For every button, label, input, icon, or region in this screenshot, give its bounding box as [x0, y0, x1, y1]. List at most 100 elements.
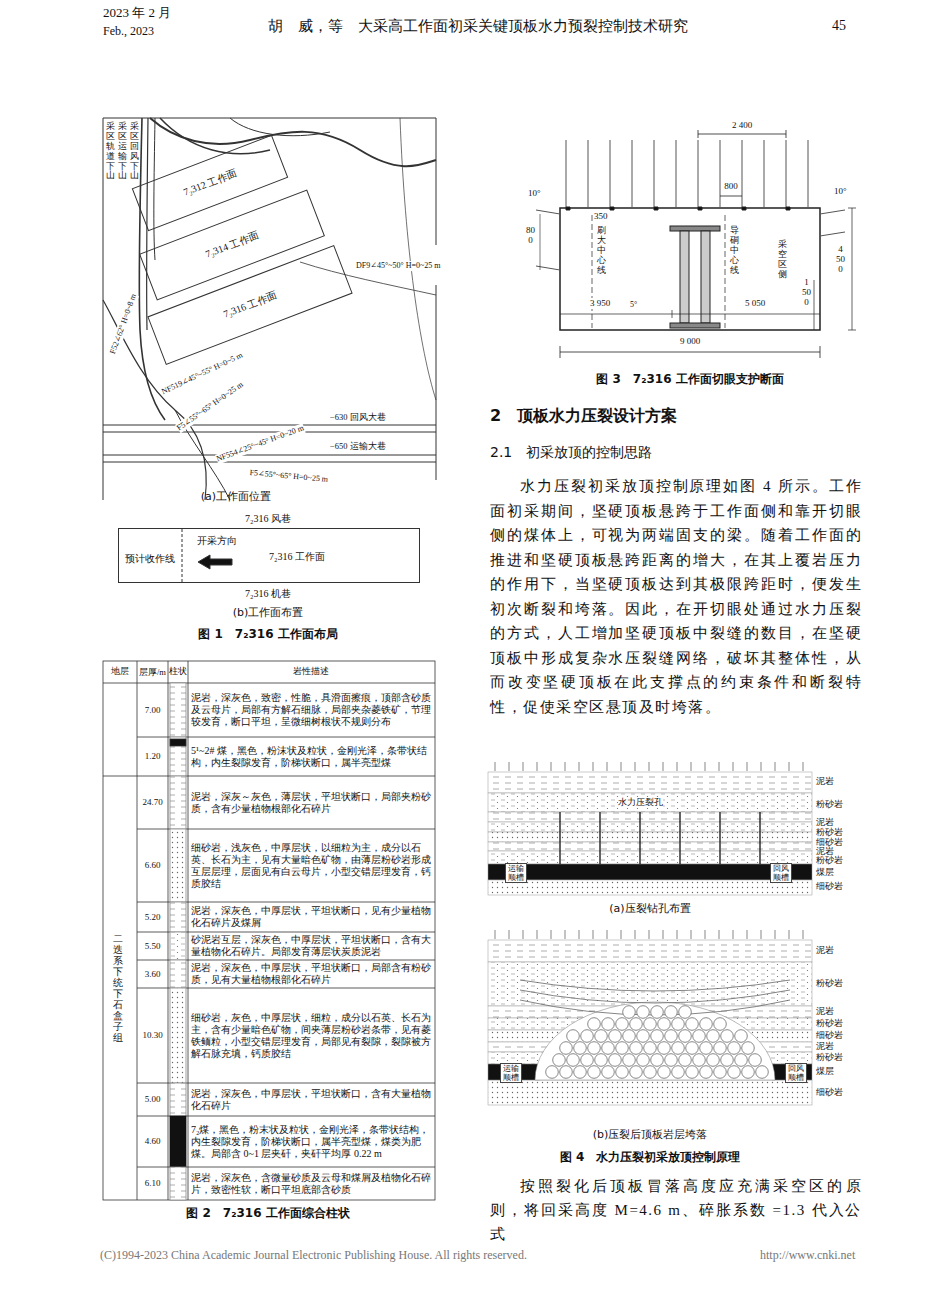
label-text: F5∠55°~65° H=0~25 m	[249, 468, 328, 485]
strata-table-part	[170, 737, 186, 776]
rubble-block	[602, 1018, 615, 1031]
cross-section-part	[560, 310, 820, 318]
label-text: 图 4 水力压裂初采放顶控制原理	[560, 1150, 741, 1164]
workface-box: 7₂314 工作面	[139, 189, 325, 300]
label-text: 泥岩	[816, 776, 834, 786]
workface-box: 7₂312 工作面	[132, 135, 289, 232]
label-text: 粉砂岩	[816, 799, 843, 809]
label-text: 45	[832, 17, 846, 34]
label-text: 2.1 初采放顶的控制思路	[490, 444, 652, 461]
rubble-block	[623, 1030, 636, 1043]
label-text: 细砂岩	[816, 1030, 843, 1040]
label-text: 粉砂岩	[816, 1018, 843, 1028]
strata-4a-part	[488, 812, 812, 822]
mine-map-part	[103, 425, 436, 432]
cross-section-part	[566, 207, 790, 210]
rubble-block	[644, 1042, 657, 1055]
node-text: 7₂316 工作面	[222, 289, 279, 320]
label-text: 刷大中心线	[597, 226, 606, 275]
rubble-block	[553, 1054, 566, 1067]
rubble-block	[651, 1054, 664, 1067]
rubble-block	[581, 1030, 594, 1043]
table-cell: 10.30	[142, 1030, 162, 1041]
rubble-block	[595, 1054, 608, 1067]
cross-section-part	[698, 130, 786, 138]
label-text: 粉砂岩	[816, 978, 843, 988]
label-text: 泥岩	[816, 1006, 834, 1016]
workface-layout-part	[182, 529, 183, 582]
rubble-block	[616, 1042, 629, 1055]
mine-map-part	[436, 118, 437, 480]
label-text: (a)工作面位置	[201, 490, 271, 503]
label-text: DF9∠45°~50° H=0~25 m	[356, 261, 441, 271]
label-text: (C)1994-2023 China Academic Journal Elec…	[100, 1248, 527, 1262]
rubble-block	[637, 1054, 650, 1067]
rubble-block	[602, 1066, 615, 1079]
label-text: 5 050	[745, 298, 765, 309]
rubble-block	[630, 1018, 643, 1031]
label-text: 10°	[528, 188, 541, 199]
rubble-block	[742, 1066, 755, 1079]
rubble-block	[700, 1066, 713, 1079]
label-text: 采空区侧	[778, 240, 787, 280]
label-text: 胡 威，等 大采高工作面初采关键顶板水力预裂控制技术研究	[268, 17, 688, 35]
mine-map-part	[139, 118, 165, 420]
rubble-block	[560, 1066, 573, 1079]
rubble-block	[630, 1066, 643, 1079]
rubble-block	[735, 1030, 748, 1043]
rubble-block	[574, 1042, 587, 1055]
rubble-block	[756, 1066, 769, 1079]
label-text: 采区回风下山	[130, 122, 139, 181]
rubble-block	[700, 1042, 713, 1055]
cross-section-part	[536, 210, 560, 270]
strata-table-part	[103, 661, 435, 1200]
label-text: 柱状	[169, 666, 187, 677]
label-text: 采区运输下山	[118, 122, 127, 181]
label-text: 泥岩	[816, 846, 834, 856]
label-text: 运输顺槽	[500, 1063, 522, 1083]
table-cell: 4.60	[145, 1136, 161, 1147]
label-text: 回风顺槽	[770, 863, 792, 883]
rubble-block	[749, 1054, 762, 1067]
strata-4a-part	[488, 851, 812, 864]
label-text: 二迭系下统下石盒子组	[113, 933, 123, 1043]
table-cell: 泥岩，深灰色，致密，性脆，具滑面擦痕，顶部含砂质及云母片，局部有方解石细脉，局部…	[191, 692, 432, 728]
table-cell: 1.20	[145, 751, 161, 762]
rubble-block	[637, 1030, 650, 1043]
label-text: 粉砂岩	[816, 827, 843, 837]
rubble-block	[665, 1054, 678, 1067]
strata-table-part	[103, 737, 435, 1167]
rubble-block	[735, 1054, 748, 1067]
label-text: 煤层	[816, 1066, 834, 1076]
rubble-block	[728, 1042, 741, 1055]
label-text: (b)压裂后顶板岩层垮落	[593, 1128, 708, 1141]
rubble-block	[602, 1042, 615, 1055]
rubble-block	[623, 1006, 636, 1019]
label-text: 3 950	[590, 298, 610, 309]
rubble-block	[595, 1030, 608, 1043]
label-text: 细砂岩	[816, 1087, 843, 1097]
table-cell: 细砂岩，灰色，中厚层状，细粒，成分以石英、长石为主，含有少量暗色矿物，间夹薄层粉…	[191, 1012, 432, 1060]
strata-4b-part	[495, 930, 803, 939]
cross-section-part	[560, 208, 820, 330]
label-text: 地层	[111, 666, 129, 677]
rubble-block	[623, 1054, 636, 1067]
rubble-block	[651, 1030, 664, 1043]
label-text: 图 3 7₂316 工作面切眼支护断面	[596, 372, 783, 386]
label-text: 煤层	[816, 867, 834, 877]
rubble-block	[658, 1018, 671, 1031]
label-text: 4 500	[836, 245, 845, 275]
strata-4a-part	[488, 822, 812, 832]
table-cell: 5.20	[145, 912, 161, 923]
label-text: 细砂岩	[816, 837, 843, 847]
cross-section-part	[670, 226, 720, 231]
table-cell: 细砂岩，浅灰色，中厚层状，以细粒为主，成分以石英、长石为主，见有大量暗色矿物，由…	[191, 842, 432, 890]
rubble-block	[721, 1030, 734, 1043]
rubble-block	[721, 1054, 734, 1067]
rubble-block	[588, 1066, 601, 1079]
label-text: 2023 年 2 月	[103, 5, 171, 21]
strata-4a	[488, 762, 812, 895]
label-text: 采区轨道下山	[106, 122, 115, 181]
